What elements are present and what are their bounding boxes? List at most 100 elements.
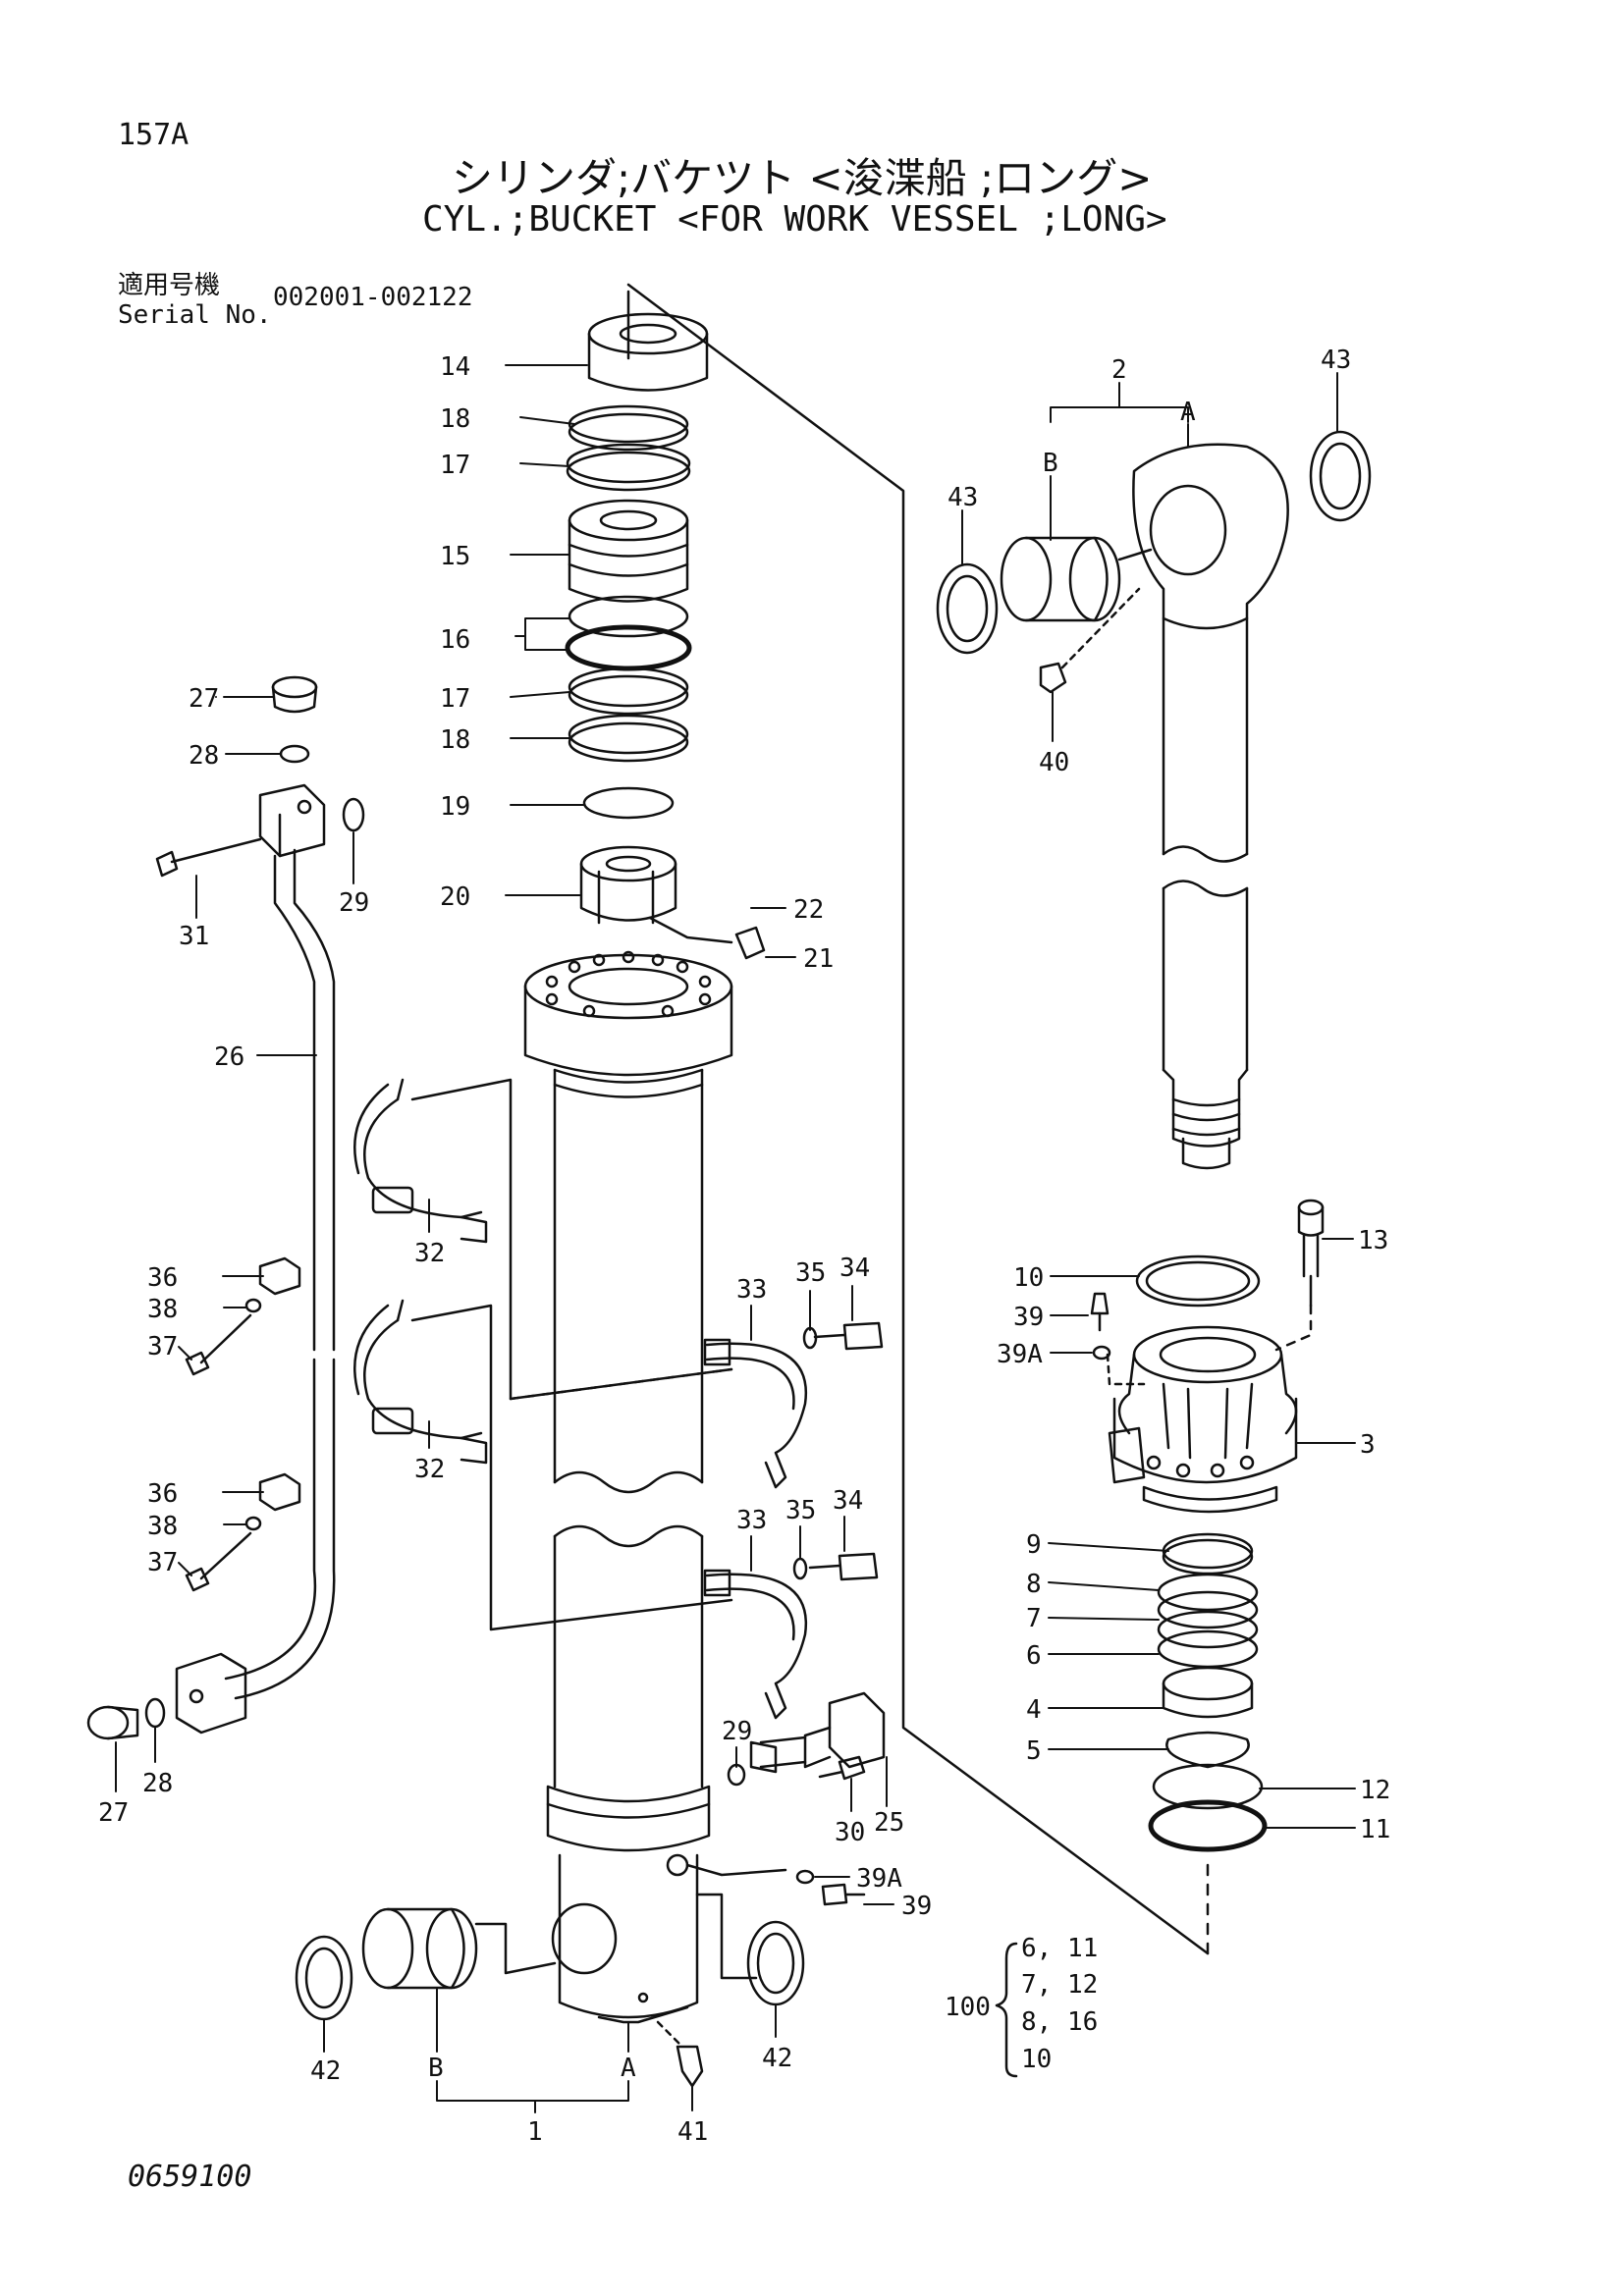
oring-28-lower: [144, 1697, 166, 1729]
callout-17-upper: 17: [440, 451, 470, 480]
callout-14: 14: [440, 352, 470, 382]
page-number: 157A: [118, 118, 189, 152]
callout-40: 40: [1039, 748, 1069, 777]
clip-36-upper: [258, 1256, 301, 1296]
title-english: CYL.;BUCKET <FOR WORK VESSEL ;LONG>: [422, 199, 1167, 240]
fitting-39-upper: [1090, 1292, 1110, 1332]
oring-28-upper: [279, 744, 310, 764]
callout-39A-lower: 39A: [856, 1864, 902, 1894]
ring-18-upper: [568, 404, 689, 452]
leader-band-lower: [410, 1304, 733, 1631]
callout-27-upper: 27: [189, 684, 219, 714]
plate-19: [582, 786, 675, 820]
callout-26: 26: [214, 1042, 244, 1072]
callout-A-upper: A: [1180, 398, 1196, 427]
callout-29-lower: 29: [722, 1717, 752, 1746]
callout-35-lower: 35: [785, 1496, 816, 1525]
screw-21: [648, 916, 766, 960]
kit-row-1: 6, 11: [1021, 1934, 1098, 1963]
leader-bushing-right: [1117, 548, 1153, 561]
callout-29-upper: 29: [339, 888, 369, 918]
callout-37-upper: 37: [147, 1332, 178, 1362]
band-33-upper: [703, 1338, 808, 1489]
callout-13: 13: [1358, 1226, 1388, 1255]
bolt-31: [155, 837, 262, 878]
block-upper: [258, 783, 326, 858]
callout-35-upper: 35: [795, 1258, 826, 1288]
piston-15: [568, 499, 689, 603]
callout-16: 16: [440, 625, 470, 655]
plug-27-upper: [271, 675, 318, 714]
kit-row-2: 7, 12: [1021, 1970, 1098, 2000]
kit-row-4: 10: [1021, 2045, 1052, 2074]
block-lower: [175, 1652, 247, 1735]
pipe-26: [224, 848, 336, 1700]
leader-bushing-left: [474, 1922, 557, 1975]
plug-27-lower: [86, 1705, 139, 1740]
ring-18-lower: [568, 714, 689, 763]
kit-brace: [995, 1942, 1018, 2078]
callout-8: 8: [1026, 1570, 1042, 1599]
callout-37-lower: 37: [147, 1548, 178, 1577]
port-block-25: [749, 1691, 886, 1774]
callout-17-lower: 17: [440, 684, 470, 714]
grease-fitting-41: [656, 2020, 704, 2088]
oring-39A-lower: [795, 1869, 815, 1885]
bolt-37-upper: [185, 1313, 252, 1376]
callout-39-lower: 39: [901, 1892, 932, 1921]
rod-nut-14: [587, 290, 709, 392]
callout-18-upper: 18: [440, 404, 470, 434]
callout-1: 1: [527, 2117, 543, 2147]
ring-17-upper: [566, 443, 691, 492]
callout-28-lower: 28: [142, 1769, 173, 1798]
callout-labels: 14 18 17 15 16 17 18 19 20 22 21 27 28 2…: [98, 346, 1390, 2147]
callout-22: 22: [793, 895, 824, 925]
bolt-30: [818, 1755, 866, 1781]
seal-42-right: [746, 1920, 805, 2006]
callout-18-lower: 18: [440, 725, 470, 755]
callout-39A-upper: 39A: [997, 1340, 1043, 1369]
callout-19: 19: [440, 792, 470, 822]
callout-36-lower: 36: [147, 1479, 178, 1509]
bushing-B-right: [1000, 536, 1121, 622]
bolt-34: [808, 1321, 884, 1581]
callout-34-upper: 34: [839, 1254, 870, 1283]
callout-31: 31: [179, 922, 209, 951]
seal-stack: [1148, 1532, 1268, 1852]
callout-B-upper: B: [1043, 449, 1058, 478]
kit-label: 100: [945, 1993, 991, 2022]
cylinder-tube: [523, 950, 733, 2024]
drawing-number: 0659100: [128, 2160, 252, 2194]
callout-32-upper: 32: [414, 1239, 445, 1268]
callout-9: 9: [1026, 1530, 1042, 1560]
callout-15: 15: [440, 542, 470, 571]
serial-label-english: Serial No.: [118, 300, 272, 330]
bolt-37-lower: [185, 1531, 252, 1592]
seal-43-right: [1309, 430, 1372, 522]
nut-20: [579, 845, 677, 925]
serial-label-japanese: 適用号機: [118, 271, 221, 300]
callout-20: 20: [440, 882, 470, 912]
leader-seal-right: [695, 1893, 758, 1980]
rod-eye-A: [1132, 443, 1289, 630]
washer-38-lower: [244, 1516, 262, 1531]
callout-43-left: 43: [947, 483, 978, 512]
leader-band-upper: [410, 1078, 733, 1401]
title-japanese: シリンダ;バケツト <浚渫船 ;ロング>: [452, 154, 1153, 202]
callout-7: 7: [1026, 1604, 1042, 1633]
clip-36-lower: [258, 1472, 301, 1512]
callout-42-left: 42: [310, 2056, 341, 2086]
ring-16: [565, 595, 692, 671]
seal-43-left: [936, 562, 999, 655]
kit-row-3: 8, 16: [1021, 2007, 1098, 2037]
grease-fitting-40: [1039, 587, 1141, 694]
ring-17-lower: [568, 667, 689, 716]
bushing-B: [361, 1907, 478, 1990]
callout-34-lower: 34: [833, 1486, 863, 1516]
serial-range: 002001-002122: [273, 283, 473, 312]
callout-30: 30: [835, 1818, 865, 1847]
callout-3: 3: [1360, 1430, 1376, 1460]
callout-21: 21: [803, 944, 834, 974]
callout-B-lower: B: [428, 2054, 444, 2083]
